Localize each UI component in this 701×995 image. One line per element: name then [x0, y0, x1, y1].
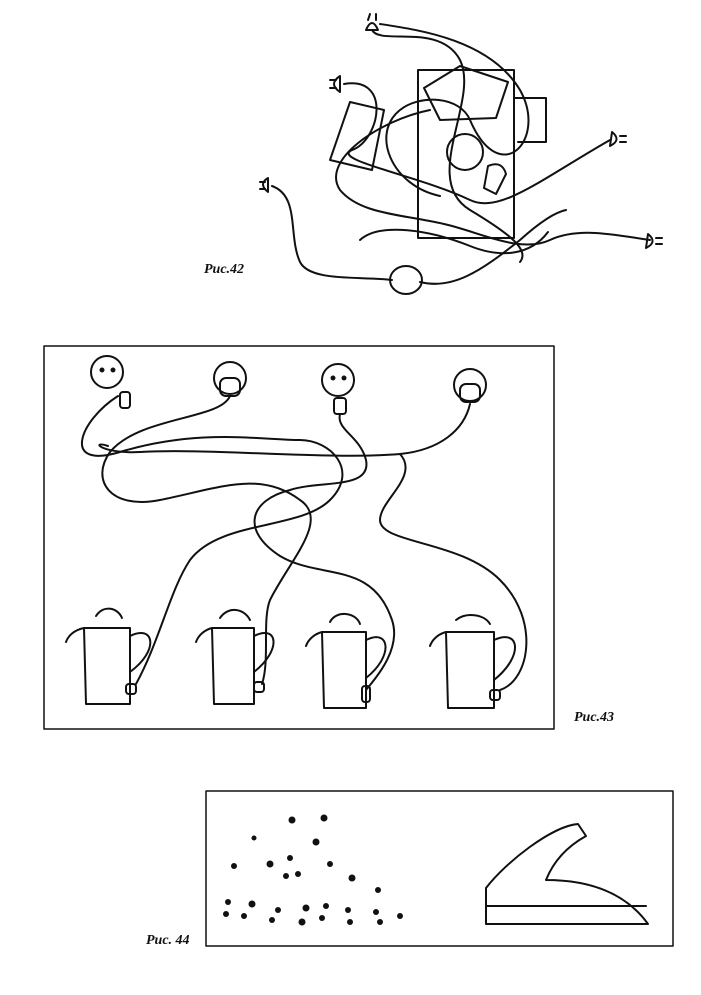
figure-43-frame	[44, 346, 554, 729]
figure-44-caption: Рис. 44	[146, 933, 190, 948]
appliance-side-panel	[330, 102, 384, 170]
cord-5	[420, 210, 566, 284]
plug-left-lower	[260, 178, 268, 192]
cord-6	[380, 24, 528, 196]
cord-1	[372, 30, 523, 262]
figure-43-maze-drawing	[44, 346, 554, 729]
socket-1	[91, 356, 130, 408]
cord-2	[344, 83, 610, 203]
kettle-1	[66, 609, 150, 704]
plug-right-upper	[610, 132, 626, 146]
appliance-body	[418, 70, 514, 238]
cord-socket4	[99, 404, 526, 690]
cord-socket3	[255, 414, 395, 690]
kettle-3	[306, 614, 386, 708]
appliance-lid	[424, 66, 508, 120]
figure-42-tangle-drawing	[260, 14, 662, 294]
plug-left-upper	[330, 76, 340, 92]
dot-field	[223, 814, 403, 926]
plug-right-lower	[646, 234, 662, 248]
kettle-2	[196, 610, 274, 704]
figure-44-frame	[206, 791, 673, 946]
cord-4	[336, 110, 650, 245]
cord-socket2	[102, 396, 310, 684]
figure-44-drawing	[206, 791, 673, 946]
socket-4	[454, 369, 486, 402]
kettle-4	[430, 615, 515, 708]
socket-2	[214, 362, 246, 396]
socket-3	[322, 364, 354, 414]
appliance-round-part	[390, 266, 422, 294]
figure-42-caption: Рис.42	[204, 262, 245, 277]
cord-7	[360, 230, 548, 253]
appliance-hand	[484, 164, 506, 194]
plug-top	[366, 14, 378, 30]
figure-43-caption: Рис.43	[574, 710, 615, 725]
appliance-dial	[447, 134, 483, 170]
appliance-handle	[514, 98, 546, 142]
iron-icon	[486, 824, 648, 924]
cord-3	[272, 186, 392, 280]
